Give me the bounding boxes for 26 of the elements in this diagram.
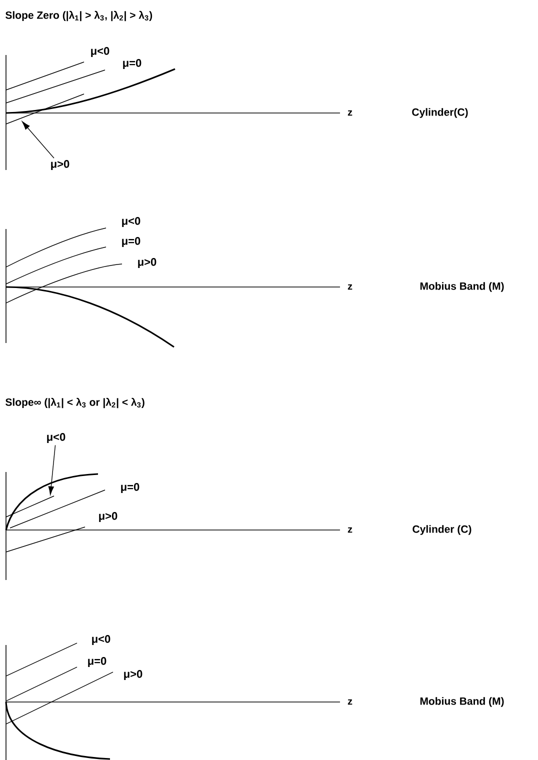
curve-label: μ>0 [138,258,156,268]
curve-label: μ<0 [91,47,110,57]
curve [6,496,54,518]
leader-line [22,121,54,158]
axis-label: z [348,699,352,705]
curve-label: μ=0 [123,59,142,69]
curve-label: μ=0 [88,657,106,667]
panel-label: Cylinder (C) [412,525,472,535]
axis-label: z [348,110,352,116]
heading: Slope Zero (|λ$_{1}$| > λ$_{3}$, |λ$_{2}$| > λ$_{3}$) [6,10,152,22]
curve-label: μ>0 [99,512,118,522]
axis-label: z [348,284,352,290]
heading: Slope∞ (|λ$_{1}$| < λ$_{3}$ or |λ$_{2}$| < λ$_{3}$) [6,398,144,408]
panel-label: Mobius Band (M) [420,282,504,292]
leader-line [48,444,56,495]
curve-label: μ=0 [122,237,140,247]
curve-label: μ>0 [51,160,70,170]
curve-label: μ<0 [122,217,140,227]
curve-label: μ>0 [124,670,142,680]
curve-label: μ<0 [47,433,66,443]
curve-label: μ=0 [121,483,140,493]
panel-label: Mobius Band (M) [420,697,504,707]
curve-label: μ<0 [92,635,110,645]
axis-label: z [348,527,352,533]
panel-label: Cylinder(C) [412,108,468,118]
curve [6,94,84,124]
